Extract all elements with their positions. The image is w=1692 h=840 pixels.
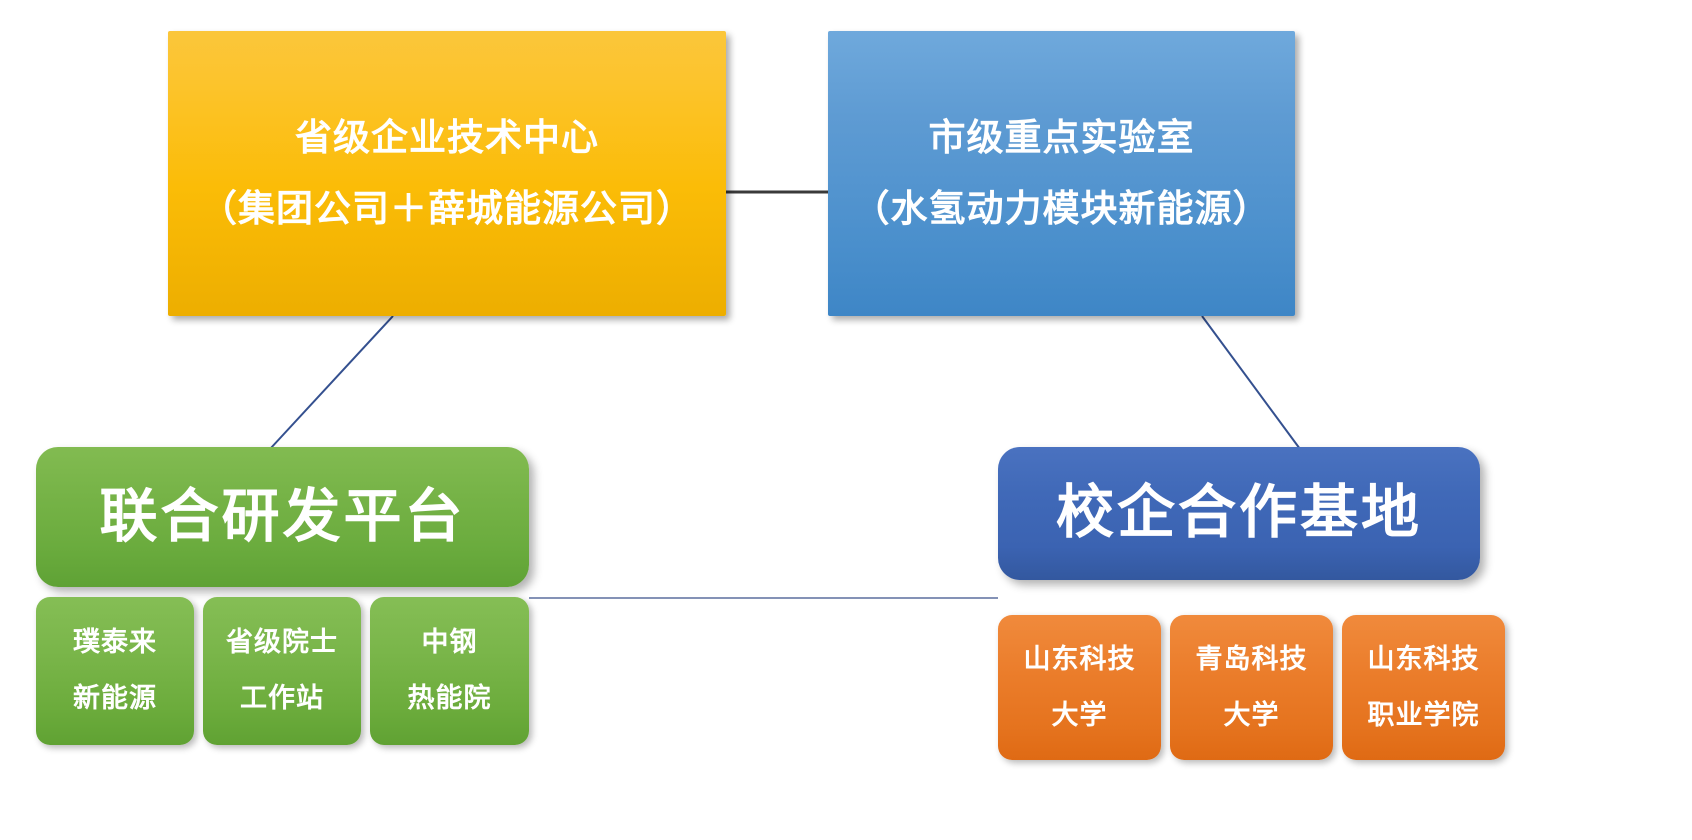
chip-line2: 热能院 [407,683,492,713]
chip-line1: 中钢 [421,627,478,658]
node-provincial-enterprise-technology-center[interactable]: 省级企业技术中心 （集团公司＋薛城能源公司） [168,31,726,316]
node-joint-rd-platform[interactable]: 联合研发平台 [36,447,529,587]
chip-putailai-new-energy[interactable]: 璞泰来 新能源 [36,597,194,745]
chip-line2: 大学 [1051,699,1108,730]
node-label: 校企合作基地 [1055,480,1422,546]
node-title-line1: 市级重点实验室 [928,117,1195,159]
chip-line2: 工作站 [240,683,324,713]
node-title-line2: （水氢动力模块新能源） [852,187,1271,229]
chip-line1: 青岛科技 [1195,643,1308,674]
chip-shandong-university-of-science-and-technology[interactable]: 山东科技 大学 [998,615,1161,760]
node-municipal-key-laboratory[interactable]: 市级重点实验室 （水氢动力模块新能源） [828,31,1295,316]
chip-shandong-vocational-college-of-science-and-technology[interactable]: 山东科技 职业学院 [1342,615,1505,760]
node-school-enterprise-cooperation-base[interactable]: 校企合作基地 [998,447,1480,580]
chip-line1: 璞泰来 [73,627,157,658]
chip-sinosteel-thermal-energy-institute[interactable]: 中钢 热能院 [370,597,529,745]
connector-center-to-joint-rd [269,315,394,450]
node-label: 联合研发平台 [99,483,466,549]
chip-line1: 省级院士 [226,627,338,658]
chip-provincial-academician-workstation[interactable]: 省级院士 工作站 [203,597,361,745]
chip-line1: 山东科技 [1023,643,1136,674]
node-title-line2: （集团公司＋薛城能源公司） [200,187,694,229]
chip-line2: 职业学院 [1367,699,1480,730]
connector-lab-to-school-base [1201,315,1301,450]
chip-line2: 大学 [1223,699,1280,730]
chip-line1: 山东科技 [1367,643,1480,674]
chip-line2: 新能源 [73,683,157,713]
chip-qingdao-university-of-science-and-technology[interactable]: 青岛科技 大学 [1170,615,1333,760]
node-title-line1: 省级企业技术中心 [295,117,599,159]
